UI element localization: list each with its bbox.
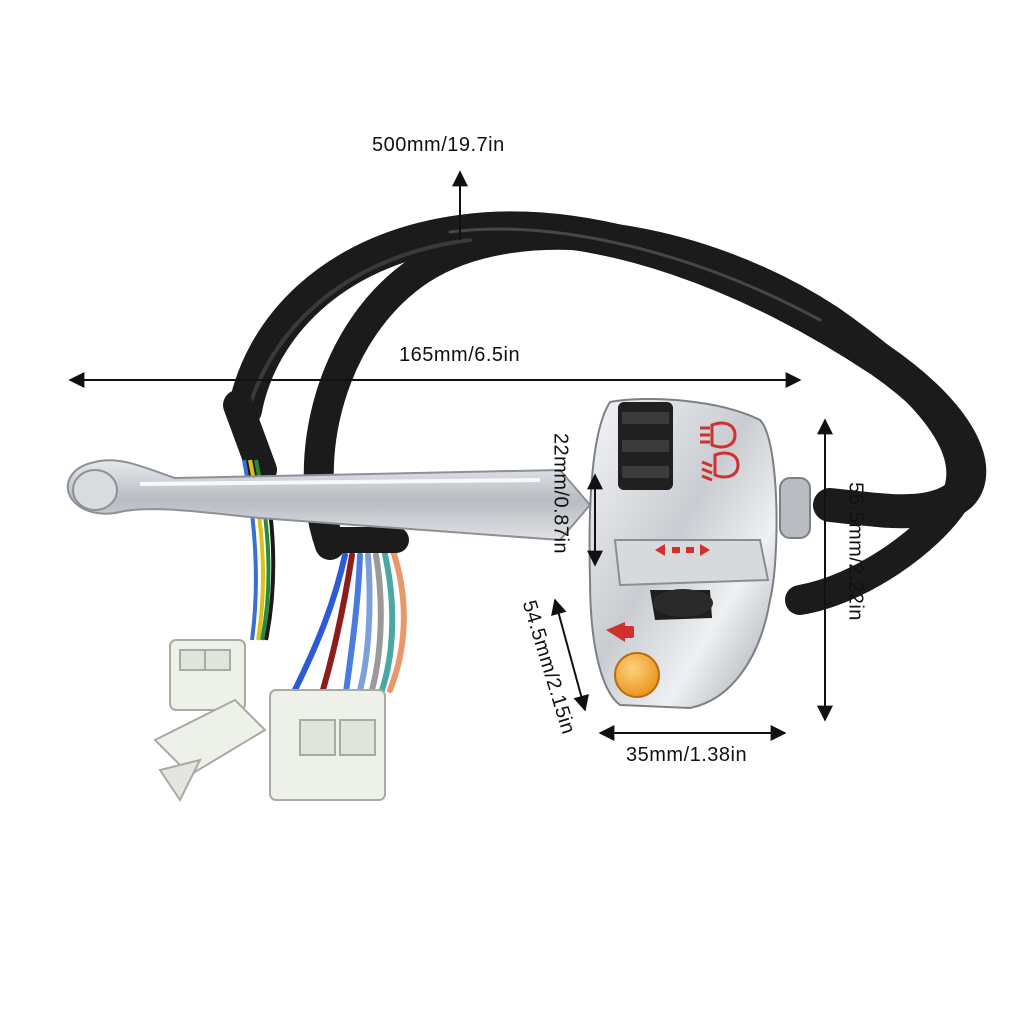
lever-length-label: 165mm/6.5in [399, 344, 521, 366]
connector-plug-left [169, 639, 246, 711]
horn-icon [606, 622, 634, 642]
housing-width-label: 35mm/1.38in [626, 744, 748, 766]
headlight-low-beam-icon [701, 451, 740, 482]
brake-lever [67, 459, 592, 542]
cable-length-label: 500mm/19.7in [372, 134, 505, 156]
colored-wires [287, 527, 409, 703]
horn-button [614, 652, 660, 698]
dimension-arrows [68, 170, 833, 741]
headlight-high-beam-icon [700, 421, 737, 449]
turn-signal-icon [655, 544, 710, 556]
connector-plug-right [269, 689, 386, 801]
handlebar-diameter-label: 22mm/0.87in [549, 432, 572, 555]
connector-plug-bottom [153, 698, 267, 802]
left-wire-harness [223, 390, 277, 641]
housing-height-label: 56.5mm/2.22in [844, 482, 867, 621]
